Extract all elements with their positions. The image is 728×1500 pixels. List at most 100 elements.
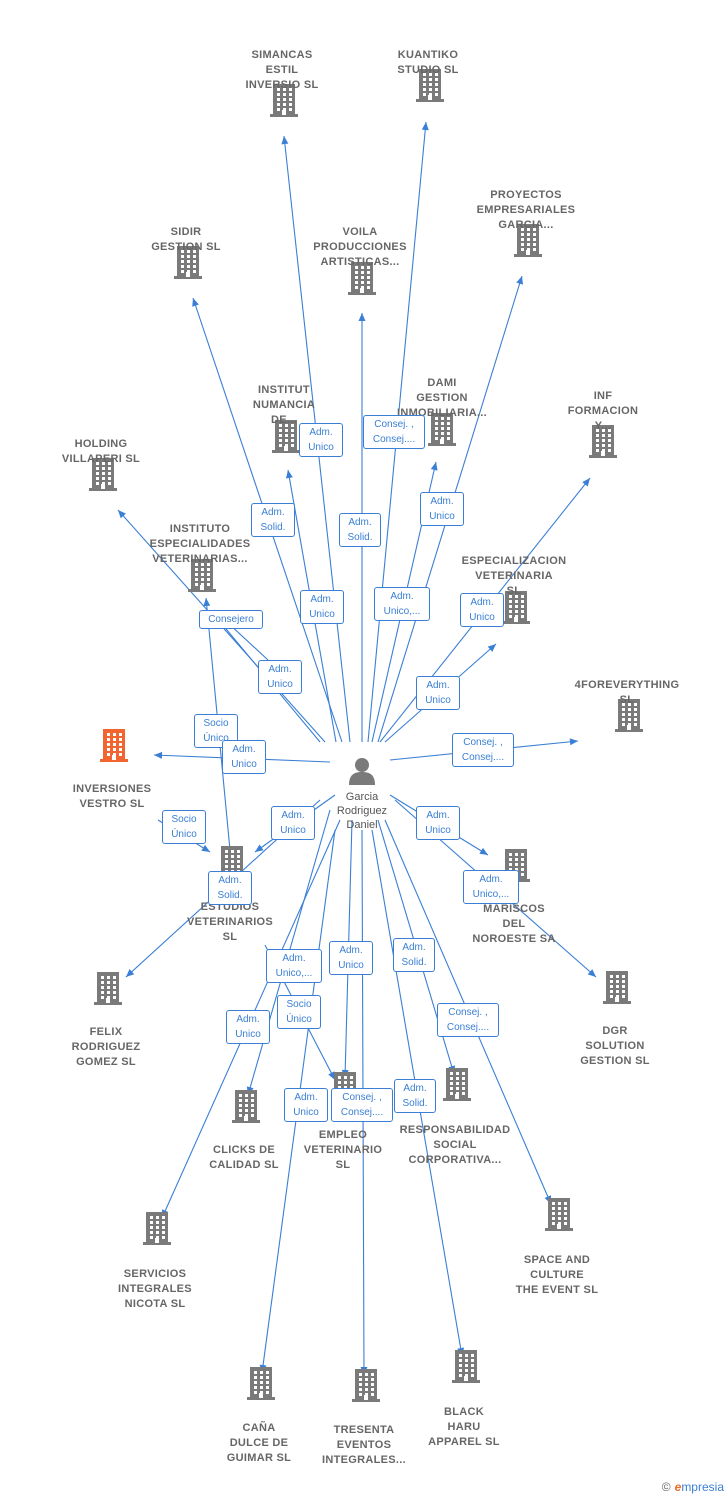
role-tag[interactable]: Socio Único [162, 810, 206, 844]
company-node-label[interactable]: INF FORMACION Y... [567, 390, 639, 432]
role-tag[interactable]: Adm. Unico [299, 423, 343, 457]
company-node[interactable] [54, 728, 174, 762]
role-tag[interactable]: Consejero [199, 610, 263, 629]
company-node[interactable] [201, 1366, 321, 1400]
building-icon [443, 1068, 471, 1101]
building-icon [94, 972, 122, 1005]
company-node-label[interactable]: RESPONSABILIDAD SOCIAL CORPORATIVA... [399, 1124, 511, 1166]
role-tag[interactable]: Adm. Unico [271, 806, 315, 840]
company-node-label[interactable]: BLACK HARU APPAREL SL [428, 1406, 500, 1448]
company-node-label[interactable]: TRESENTA EVENTOS INTEGRALES... [322, 1424, 406, 1466]
building-icon [603, 971, 631, 1004]
building-icon [270, 84, 298, 117]
role-tag[interactable]: Adm. Unico [420, 492, 464, 526]
company-node[interactable] [456, 590, 576, 624]
building-icon [89, 458, 117, 491]
company-node[interactable] [499, 1197, 619, 1231]
arrow-head [201, 844, 210, 852]
role-tag[interactable]: Adm. Unico [226, 1010, 270, 1044]
building-icon [272, 420, 300, 453]
company-node[interactable] [226, 419, 346, 453]
role-tag[interactable]: Adm. Unico,... [463, 870, 519, 904]
company-node-label[interactable]: SERVICIOS INTEGRALES NICOTA SL [118, 1268, 192, 1310]
company-node[interactable] [224, 83, 344, 117]
building-icon [247, 1367, 275, 1400]
company-node[interactable] [43, 457, 163, 491]
building-icon [615, 699, 643, 732]
company-node-label[interactable]: KUANTIKO STUDIO SL [397, 49, 459, 76]
arrow-head [421, 122, 429, 131]
company-node-label[interactable]: PROYECTOS EMPRESARIALES GARCIA... [476, 189, 576, 231]
company-node[interactable] [186, 1089, 306, 1123]
building-icon [502, 591, 530, 624]
role-tag[interactable]: Adm. Unico [222, 740, 266, 774]
role-tag[interactable]: Adm. Unico [258, 660, 302, 694]
company-node[interactable] [97, 1211, 217, 1245]
role-tag[interactable]: Adm. Solid. [393, 938, 435, 972]
company-node[interactable] [302, 261, 422, 295]
company-node-label[interactable]: DGR SOLUTION GESTION SL [580, 1025, 650, 1067]
edge-layer [117, 121, 597, 1376]
company-node-label[interactable]: SPACE AND CULTURE THE EVENT SL [515, 1254, 599, 1296]
company-node[interactable] [382, 412, 502, 446]
arrow-head [582, 478, 590, 487]
arrow-head [281, 136, 289, 145]
company-node-label[interactable]: MARISCOS DEL NOROESTE SA [472, 903, 556, 945]
company-node-label[interactable]: CLICKS DE CALIDAD SL [209, 1144, 279, 1171]
role-tag[interactable]: Consej. , Consej.... [452, 733, 514, 767]
role-tag[interactable]: Adm. Unico [460, 593, 504, 627]
center-person[interactable]: Garcia Rodriguez Daniel [330, 755, 394, 832]
role-tag[interactable]: Adm. Solid. [394, 1079, 436, 1113]
arrow-head [285, 470, 293, 479]
role-tag[interactable]: Adm. Solid. [208, 871, 252, 905]
arrow-head [358, 313, 366, 321]
company-node[interactable] [370, 68, 490, 102]
role-tag[interactable]: Adm. Unico [284, 1088, 328, 1122]
role-tag[interactable]: Adm. Unico,... [266, 949, 322, 983]
company-node-label[interactable]: INSTITUT NUMANCIA DE... [252, 384, 316, 426]
role-tag[interactable]: Consej. , Consej.... [437, 1003, 499, 1037]
role-tag[interactable]: Socio Único [277, 995, 321, 1029]
arrow-head [479, 847, 488, 855]
company-node[interactable] [569, 698, 689, 732]
company-node-label[interactable]: INVERSIONES VESTRO SL [72, 783, 152, 810]
company-node-label[interactable]: FELIX RODRIGUEZ GOMEZ SL [71, 1026, 141, 1068]
company-node[interactable] [397, 1067, 517, 1101]
company-node[interactable] [543, 424, 663, 458]
building-icon [100, 729, 128, 762]
company-node-label[interactable]: ESPECIALIZACION VETERINARIA SL [461, 555, 567, 597]
company-node[interactable] [142, 558, 262, 592]
company-node[interactable] [128, 245, 248, 279]
role-tag[interactable]: Consej. , Consej.... [363, 415, 425, 449]
building-icon [514, 224, 542, 257]
company-node-label[interactable]: EMPLEO VETERINARIO SL [303, 1129, 383, 1171]
company-node-label[interactable]: INSTITUTO ESPECIALIDADES VETERINARIAS... [149, 523, 251, 565]
role-tag[interactable]: Adm. Solid. [251, 503, 295, 537]
building-icon [452, 1350, 480, 1383]
role-tag[interactable]: Adm. Unico [416, 676, 460, 710]
company-node-label[interactable]: 4FOREVERYTHING SL [574, 679, 680, 706]
company-node[interactable] [48, 971, 168, 1005]
role-tag[interactable]: Adm. Unico,... [374, 587, 430, 621]
company-node[interactable] [406, 1349, 526, 1383]
company-node[interactable] [468, 223, 588, 257]
building-icon [589, 425, 617, 458]
role-tag[interactable]: Adm. Unico [416, 806, 460, 840]
company-node[interactable] [557, 970, 677, 1004]
company-node-label[interactable]: CAÑA DULCE DE GUIMAR SL [226, 1422, 292, 1464]
center-person-label: Garcia Rodriguez Daniel [336, 791, 388, 831]
role-tag[interactable]: Adm. Unico [329, 941, 373, 975]
company-node-label[interactable]: SIDIR GESTION SL [151, 226, 221, 253]
role-tag[interactable]: Adm. Solid. [339, 513, 381, 547]
company-node-label[interactable]: VOILA PRODUCCIONES ARTISTICAS... [313, 226, 407, 268]
brand-name: mpresia [681, 1480, 724, 1494]
role-tag[interactable]: Adm. Unico [300, 590, 344, 624]
role-tag[interactable]: Consej. , Consej.... [331, 1088, 393, 1122]
arrow-head [126, 969, 135, 977]
company-node-label[interactable]: HOLDING VILLAPERI SL [61, 438, 141, 465]
company-node-label[interactable]: SIMANCAS ESTIL INVERSIO SL [245, 49, 319, 91]
arrow-head [192, 298, 199, 307]
company-node-label[interactable]: ESTUDIOS VETERINARIOS SL [186, 901, 274, 943]
arrow-head [154, 751, 163, 759]
company-node[interactable] [306, 1368, 426, 1402]
